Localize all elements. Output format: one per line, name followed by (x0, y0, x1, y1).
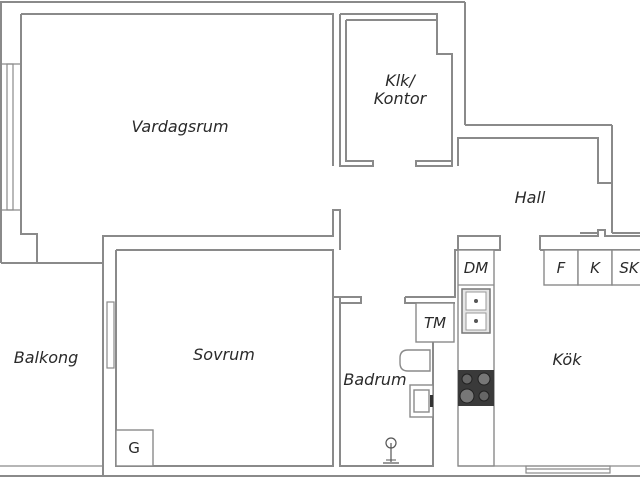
g-box (115, 429, 154, 467)
room-label-klk: Klk/ (385, 71, 415, 90)
vardagsrum-walls (20, 13, 341, 263)
fixture-label-sk: SK (619, 259, 639, 277)
shower-icon (383, 437, 399, 464)
sovrum-walls (102, 249, 334, 476)
room-label-klk-kontor: Klk/ Kontor (374, 72, 427, 108)
fixture-label-tm: TM (423, 314, 447, 332)
fixture-label-k: K (590, 259, 600, 277)
room-label-sovrum: Sovrum (193, 345, 255, 364)
kitchen-sink (461, 288, 491, 334)
room-label-balkong: Balkong (13, 348, 79, 367)
fk-sk-cabinets (539, 229, 640, 286)
toilet-icon (399, 349, 431, 372)
room-label-vardagsrum: Vardagsrum (131, 117, 229, 136)
klk-kontor-walls (339, 13, 453, 167)
kitchen-counter (457, 249, 640, 467)
hall-walls (457, 137, 612, 234)
wash-basin-icon (409, 384, 434, 418)
room-label-hall: Hall (514, 188, 546, 207)
room-label-kok: Kök (552, 350, 582, 369)
fixture-label-g: G (128, 439, 140, 457)
stove (458, 370, 494, 406)
fixture-label-dm: DM (463, 259, 489, 277)
fixture-label-f: F (556, 259, 566, 277)
room-label-badrum: Badrum (343, 370, 407, 389)
tm-box (415, 302, 455, 343)
room-label-kontor: Kontor (373, 89, 427, 108)
window-vardagsrum (2, 63, 21, 211)
window-kok (525, 465, 611, 474)
badrum-walls (333, 235, 501, 467)
